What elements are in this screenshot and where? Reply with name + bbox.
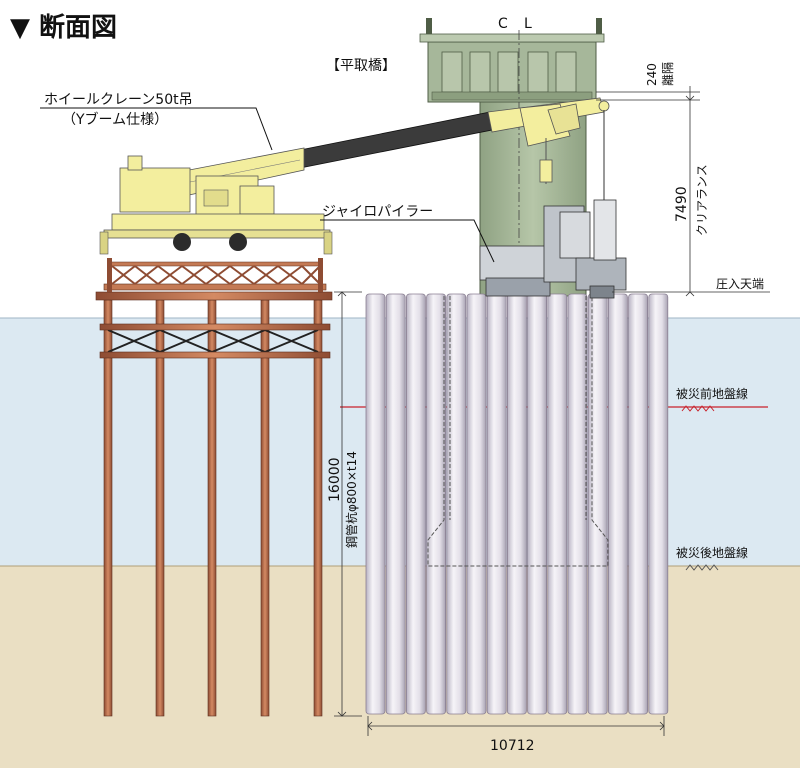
centerline-l: L xyxy=(524,16,532,32)
crane-label-line2: （Yブーム仕様） xyxy=(62,111,168,128)
steel-pipe-pile xyxy=(547,293,568,715)
steel-pipe-pile xyxy=(506,293,527,715)
press-top-label: 圧入天端 xyxy=(716,277,764,291)
bridge-label: 【平取橋】 xyxy=(326,58,396,74)
page-title: ▼ 断面図 xyxy=(10,12,117,43)
steel-pipe-pile xyxy=(567,293,588,715)
steel-pipe-pile xyxy=(608,293,628,715)
gyro-label: ジャイロパイラー xyxy=(320,204,495,263)
ground-after-label: 被災後地盤線 xyxy=(676,545,748,560)
crane-label: ホイールクレーン50t吊 （Yブーム仕様） xyxy=(40,92,273,151)
pier-footing-outline xyxy=(427,296,609,567)
depth-dimension xyxy=(334,291,362,717)
gyro-piler xyxy=(479,199,627,299)
crane-label-line1: ホイールクレーン50t吊 xyxy=(44,92,193,108)
steel-pipe-pile xyxy=(486,293,507,715)
trestle-pile xyxy=(155,299,165,717)
steel-pipe-pile xyxy=(405,293,426,715)
pipe-spec-label: 鋼管杭φ800×t14 xyxy=(344,451,359,548)
gyro-label-text: ジャイロパイラー xyxy=(322,204,433,220)
steel-pipe-pile xyxy=(628,293,648,715)
clearance-label: クリアランス xyxy=(695,164,709,236)
steel-pipe-pile xyxy=(648,293,669,715)
ground-after-hatch xyxy=(685,564,719,571)
steel-pipe-pile xyxy=(426,293,447,715)
steel-pipe-pile xyxy=(587,293,608,715)
width-value: 10712 xyxy=(490,738,535,754)
trestle-pile xyxy=(207,299,217,717)
clearance-dimension xyxy=(596,86,770,297)
centerline-c: C xyxy=(498,16,508,32)
wheel-crane xyxy=(99,97,610,255)
steel-pipe-pile xyxy=(466,293,487,715)
depth-value: 16000 xyxy=(327,457,343,502)
temporary-trestle xyxy=(95,258,333,717)
gap-value: 240 xyxy=(645,63,659,86)
trestle-pile xyxy=(313,299,323,717)
steel-pipe-piles xyxy=(365,293,669,715)
steel-pipe-pile xyxy=(527,293,547,715)
steel-pipe-pile xyxy=(446,293,467,715)
steel-pipe-pile xyxy=(385,293,406,715)
gap-label: 離隔 xyxy=(661,62,675,86)
width-dimension xyxy=(367,716,665,736)
trestle-bracing xyxy=(107,329,319,353)
steel-pipe-pile xyxy=(365,293,386,715)
clearance-value: 7490 xyxy=(674,186,690,222)
ground-before-label: 被災前地盤線 xyxy=(676,386,748,401)
trestle-pile xyxy=(260,299,270,717)
trestle-pile xyxy=(103,299,113,717)
ground-before-hatch xyxy=(681,405,715,412)
